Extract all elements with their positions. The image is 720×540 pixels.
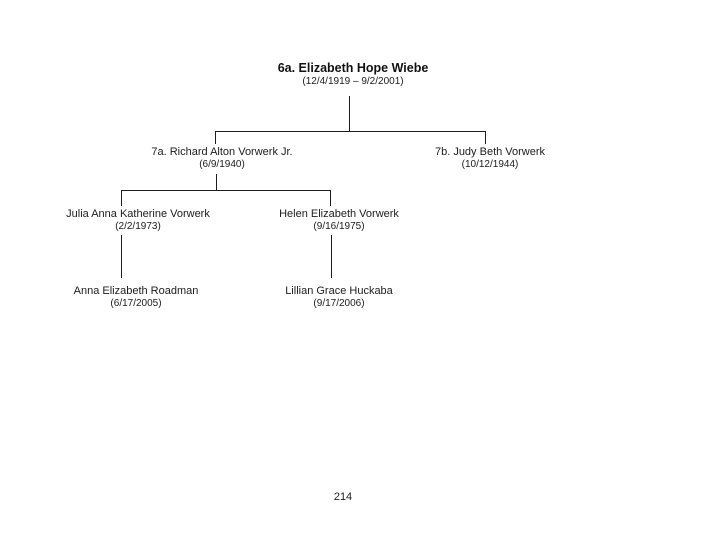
person-dates: (12/4/1919 – 9/2/2001) — [302, 76, 404, 87]
person-dates: (2/2/1973) — [115, 221, 161, 232]
person-node-judy: 7b. Judy Beth Vorwerk (10/12/1944) — [435, 146, 545, 171]
connector-drop-julia — [121, 190, 122, 206]
person-name: Anna Elizabeth Roadman — [73, 285, 199, 297]
connector-richard-stem — [216, 174, 217, 190]
connector-root-stem — [349, 96, 350, 131]
person-name: Julia Anna Katherine Vorwerk — [66, 208, 210, 220]
person-name: 6a. Elizabeth Hope Wiebe — [277, 61, 429, 75]
person-name: Lillian Grace Huckaba — [285, 285, 393, 297]
person-dates: (9/16/1975) — [313, 221, 365, 232]
person-name: Helen Elizabeth Vorwerk — [279, 208, 399, 220]
connector-children-bar — [215, 131, 486, 132]
person-node-root: 6a. Elizabeth Hope Wiebe (12/4/1919 – 9/… — [278, 61, 429, 88]
page-number: 214 — [333, 491, 353, 503]
person-dates: (10/12/1944) — [461, 159, 519, 170]
person-name: 7a. Richard Alton Vorwerk Jr. — [151, 146, 293, 158]
connector-drop-richard — [215, 131, 216, 144]
connector-grandchildren-bar — [121, 190, 331, 191]
person-dates: (6/9/1940) — [199, 159, 245, 170]
connector-drop-helen — [330, 190, 331, 206]
person-node-richard: 7a. Richard Alton Vorwerk Jr. (6/9/1940) — [151, 146, 292, 171]
person-node-anna: Anna Elizabeth Roadman (6/17/2005) — [74, 285, 199, 310]
person-node-julia: Julia Anna Katherine Vorwerk (2/2/1973) — [66, 208, 210, 233]
person-node-helen: Helen Elizabeth Vorwerk (9/16/1975) — [279, 208, 399, 233]
person-dates: (6/17/2005) — [110, 298, 162, 309]
person-dates: (9/17/2006) — [313, 298, 365, 309]
connector-drop-judy — [485, 131, 486, 144]
person-name: 7b. Judy Beth Vorwerk — [434, 146, 546, 158]
connector-julia-stem — [121, 235, 122, 278]
person-node-lillian: Lillian Grace Huckaba (9/17/2006) — [285, 285, 393, 310]
connector-helen-stem — [331, 235, 332, 278]
